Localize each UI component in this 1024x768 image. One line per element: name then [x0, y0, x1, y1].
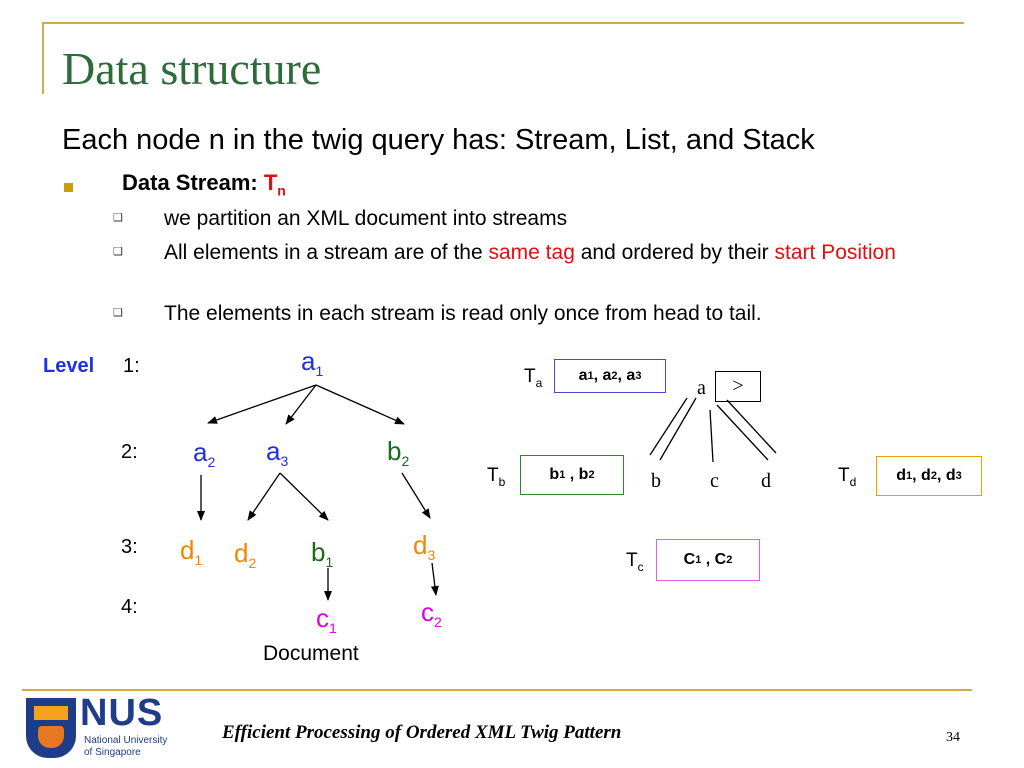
query-edge-a-c	[709, 409, 714, 463]
node-d3: d3	[413, 530, 436, 564]
footer-rule	[22, 689, 972, 691]
level-3-label: 3:	[121, 536, 138, 558]
nus-logo-subtitle-1: National University	[84, 735, 168, 746]
sub-bullet-1: we partition an XML document into stream…	[164, 207, 568, 230]
stream-label-ta: Ta	[524, 366, 543, 390]
stream-label-td: Td	[838, 465, 857, 489]
level-4-label: 4:	[121, 596, 138, 618]
nus-logo-subtitle-2: of Singapore	[84, 747, 141, 758]
edge-b2-d3	[401, 472, 431, 519]
stream-symbol: Tn	[263, 170, 286, 199]
level-1-label: 1:	[123, 355, 140, 377]
edge-a1-b2	[315, 384, 405, 425]
nus-logo-text: NUS	[80, 692, 164, 734]
top-rule	[42, 22, 964, 24]
level-heading: Level	[43, 355, 95, 377]
query-node-a: a	[697, 377, 706, 399]
slide-title: Data structure	[62, 43, 322, 94]
footer-text: Efficient Processing of Ordered XML Twig…	[222, 722, 622, 743]
sub-bullet-2: All elements in a stream are of the same…	[164, 241, 896, 264]
query-order-box: >	[715, 371, 761, 402]
query-node-c: c	[710, 470, 719, 492]
bullet-label: Data Stream:	[122, 170, 264, 195]
node-a2: a2	[193, 437, 216, 471]
query-edge-a-b-1	[649, 397, 688, 456]
hollow-square-bullet-icon: ❑	[113, 212, 123, 224]
hollow-square-bullet-icon: ❑	[113, 307, 123, 319]
node-a1: a1	[301, 346, 324, 380]
node-c2: c2	[421, 597, 442, 631]
slide-subtitle: Each node n in the twig query has: Strea…	[62, 124, 815, 156]
bullet-data-stream: Data Stream: Tn	[122, 170, 286, 198]
nus-crest-icon	[26, 698, 76, 758]
edge-a1-a2	[207, 384, 317, 424]
query-edge-a-d-1	[716, 404, 769, 461]
query-edge-a-d-2	[726, 399, 777, 454]
document-caption: Document	[263, 642, 359, 665]
query-edge-a-b-2	[659, 397, 697, 461]
sub-bullet-3: The elements in each stream is read only…	[164, 302, 762, 325]
page-number: 34	[946, 730, 960, 745]
stream-label-tc: Tc	[626, 550, 644, 574]
left-rule	[42, 22, 44, 94]
level-2-label: 2:	[121, 441, 138, 463]
square-bullet-icon	[64, 183, 73, 192]
edge-a1-a3	[285, 384, 317, 425]
node-c1: c1	[316, 603, 337, 637]
hollow-square-bullet-icon: ❑	[113, 246, 123, 258]
query-node-b: b	[651, 470, 661, 492]
query-node-d: d	[761, 470, 771, 492]
node-d2: d2	[234, 538, 257, 572]
edge-a3-b1	[279, 472, 329, 521]
node-b1: b1	[311, 537, 334, 571]
node-d1: d1	[180, 535, 203, 569]
node-b2: b2	[387, 436, 410, 470]
edge-d3-c2	[430, 562, 439, 596]
edge-a3-d2	[247, 472, 281, 521]
stream-label-tb: Tb	[487, 465, 506, 489]
node-a3: a3	[266, 436, 289, 470]
nus-logo: NUS National University of Singapore	[26, 692, 182, 760]
